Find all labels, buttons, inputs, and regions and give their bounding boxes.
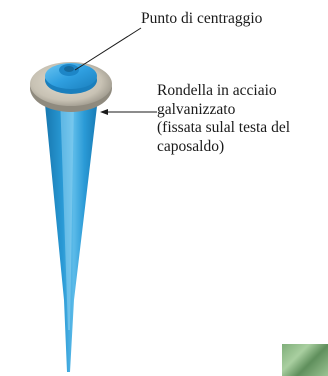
foliage-thumbnail bbox=[282, 344, 328, 376]
center-point-leader-line bbox=[74, 27, 142, 71]
washer-label-line-4: caposaldo) bbox=[157, 137, 225, 155]
washer-label-line-2: galvanizzato bbox=[157, 100, 236, 118]
stake-highlight bbox=[60, 96, 74, 330]
center-point-label: Punto di centraggio bbox=[141, 10, 263, 27]
washer-label-line-3: (fissata sulal testa del bbox=[157, 119, 290, 136]
washer-leader-arrowhead bbox=[100, 109, 108, 115]
washer-label-line-1: Rondella in acciaio bbox=[157, 82, 277, 99]
washer-label: Rondella in acciaio galvanizzato (fissat… bbox=[157, 82, 290, 156]
centering-point-hole bbox=[64, 66, 74, 72]
cap-top bbox=[45, 63, 97, 89]
